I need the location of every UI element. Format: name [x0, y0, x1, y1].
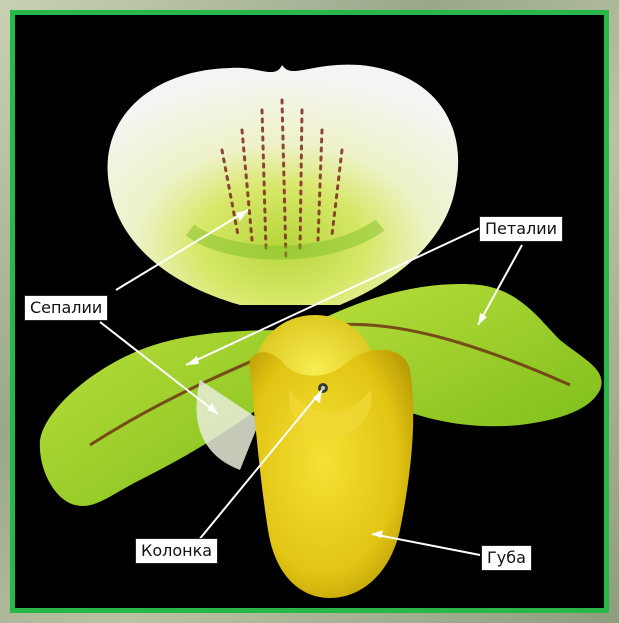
label-sepals: Сепалии: [24, 295, 108, 321]
lip-pouch: [249, 350, 413, 598]
label-column: Колонка: [135, 538, 218, 564]
label-petals: Петалии: [479, 216, 563, 242]
label-lip: Губа: [481, 545, 532, 571]
